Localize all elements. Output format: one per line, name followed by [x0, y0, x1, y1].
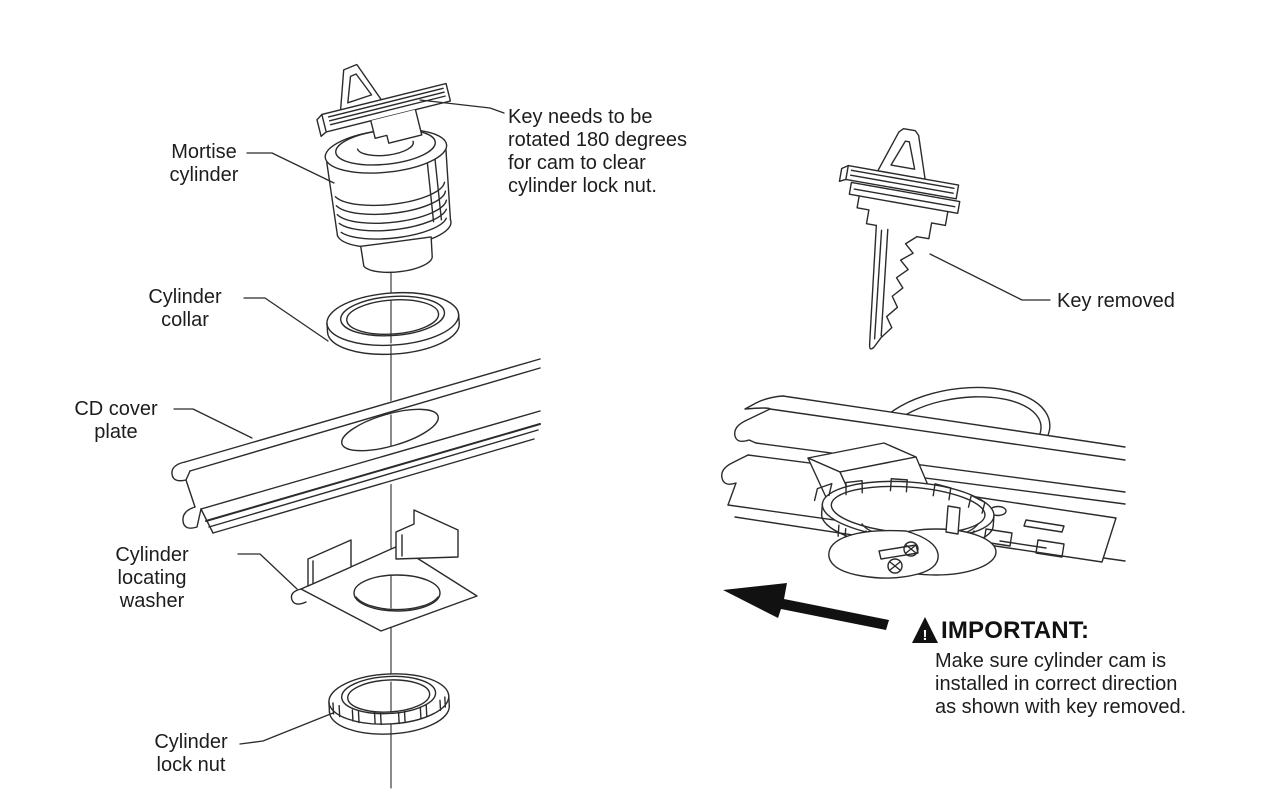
assembled-underside-drawing	[721, 386, 1126, 579]
key-rotation-note: Key needs to be rotated 180 degrees for …	[508, 106, 688, 197]
cylinder-locating-washer-label: Cylinder locating washer	[115, 544, 189, 612]
mortise-cylinder-drawing	[324, 128, 452, 274]
mortise-cylinder-label: Mortise cylinder	[169, 141, 239, 186]
leader-lines	[173, 99, 1051, 745]
important-body: Make sure cylinder cam is installed in c…	[935, 650, 1187, 718]
cylinder-collar-label: Cylinder collar	[148, 286, 222, 331]
removed-key-drawing	[838, 127, 961, 350]
warning-icon: !	[912, 617, 938, 644]
cylinder-lock-nut-label: Cylinder lock nut	[154, 731, 228, 776]
warning-exclamation: !	[923, 627, 928, 644]
direction-arrow	[723, 583, 889, 630]
cd-cover-plate-drawing	[171, 358, 542, 535]
cd-cover-plate-label: CD cover plate	[74, 398, 158, 443]
cylinder-collar-drawing	[326, 291, 460, 356]
cylinder-lock-nut-drawing	[328, 673, 450, 735]
cylinder-locating-washer-drawing	[290, 509, 478, 632]
important-title: IMPORTANT:	[941, 617, 1090, 644]
inserted-key-drawing	[316, 63, 452, 144]
key-removed-label: Key removed	[1057, 290, 1175, 312]
